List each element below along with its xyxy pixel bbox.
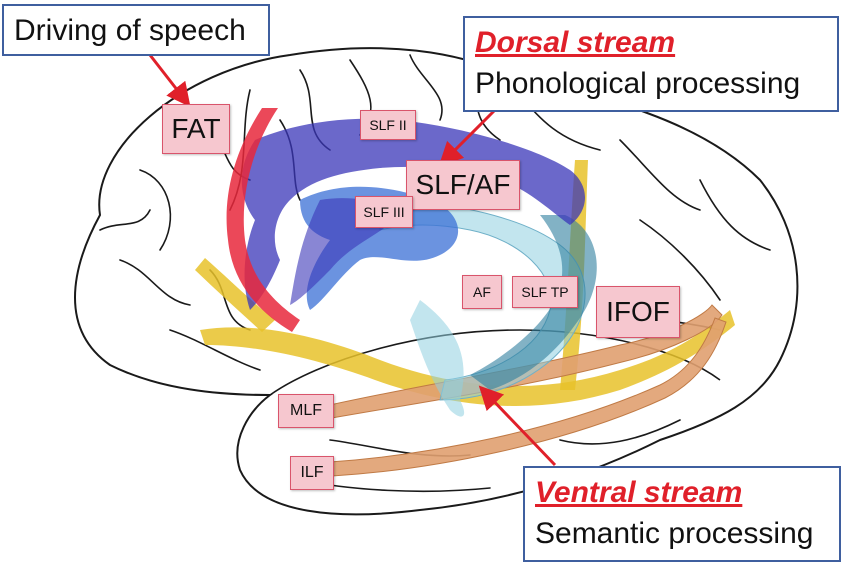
tag-slf3: SLF III: [355, 196, 413, 228]
ventral-title: Ventral stream: [535, 476, 743, 509]
fat-tract: [226, 108, 300, 332]
tag-slftp: SLF TP: [512, 276, 578, 308]
driving-arrow: [148, 54, 191, 108]
driving-text: Driving of speech: [14, 14, 246, 47]
ifof-frontal: [195, 258, 275, 332]
ifof-tract: [200, 310, 735, 407]
af-lower: [410, 300, 465, 417]
slftp-tract: [470, 215, 597, 390]
dorsal-subtitle: Phonological processing: [475, 66, 801, 100]
ventral-arrow: [478, 385, 557, 467]
ventral-subtitle: Semantic processing: [535, 516, 814, 550]
driving-callout: Driving of speech: [2, 4, 270, 56]
tag-slf2: SLF II: [360, 110, 416, 140]
dorsal-arrow: [438, 108, 497, 167]
tag-slfaf: SLF/AF: [406, 160, 520, 210]
ilf-tract: [329, 317, 727, 477]
dorsal-callout: Dorsal stream Phonological processing: [463, 16, 839, 112]
tag-fat: FAT: [162, 104, 230, 154]
dorsal-title: Dorsal stream: [475, 26, 676, 59]
tag-ifof: IFOF: [596, 286, 680, 338]
ventral-callout: Ventral stream Semantic processing: [523, 466, 841, 562]
tag-ilf: ILF: [290, 456, 334, 490]
tag-af: AF: [462, 275, 502, 309]
tag-mlf: MLF: [278, 394, 334, 428]
